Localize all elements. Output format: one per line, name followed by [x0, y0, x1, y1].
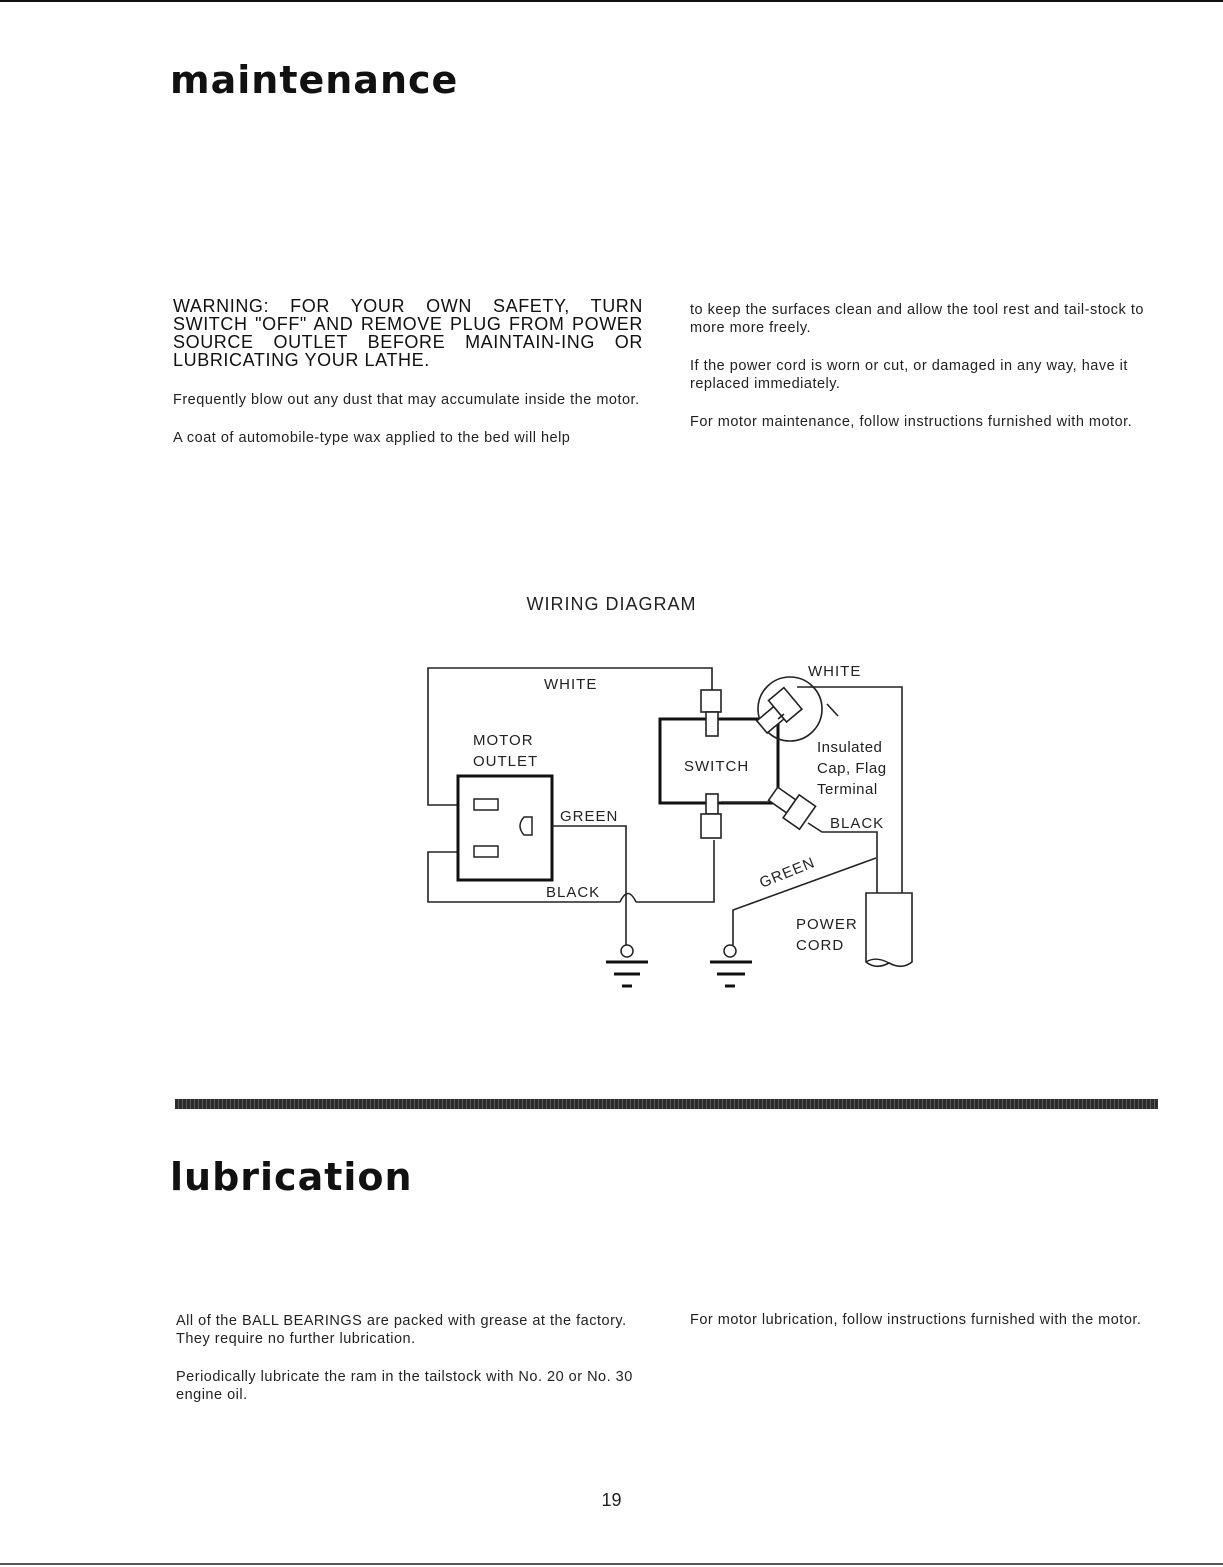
insulated-cap-terminal	[755, 686, 803, 735]
lubrication-paragraph: All of the BALL BEARINGS are packed with…	[176, 1313, 627, 1347]
ground-symbol-right	[710, 944, 752, 988]
maintenance-paragraph: to keep the surfaces clean and allow the…	[690, 302, 1144, 336]
label-insulated: Insulated	[817, 739, 882, 756]
label-white-left: WHITE	[544, 676, 597, 693]
label-green-outlet: GREEN	[560, 808, 618, 825]
label-green-cord: GREEN	[757, 854, 817, 892]
top-rule	[0, 0, 1223, 2]
switch-connector-top	[705, 711, 719, 737]
lubrication-right-column: For motor lubrication, follow instructio…	[690, 1311, 1158, 1349]
white-wire-cord	[797, 686, 903, 895]
black-wire	[636, 840, 715, 903]
label-black-bottom: BLACK	[546, 884, 600, 901]
label-cord: CORD	[796, 937, 844, 954]
maintenance-paragraph: For motor maintenance, follow instructio…	[690, 414, 1133, 430]
cap-leader-line	[826, 703, 839, 717]
lubrication-paragraph: For motor lubrication, follow instructio…	[690, 1312, 1142, 1328]
label-outlet: OUTLET	[473, 753, 538, 770]
maintenance-right-column: to keep the surfaces clean and allow the…	[690, 301, 1158, 451]
label-black-right: BLACK	[830, 815, 884, 832]
maintenance-paragraph: If the power cord is worn or cut, or dam…	[690, 358, 1128, 392]
switch-box	[658, 717, 780, 805]
ground-symbol-left	[606, 944, 648, 988]
outlet-ground-hole	[519, 816, 533, 836]
label-terminal: Terminal	[817, 781, 878, 798]
page-number: 19	[601, 1490, 622, 1510]
label-white-right: WHITE	[808, 663, 861, 680]
lubrication-left-column: All of the BALL BEARINGS are packed with…	[176, 1312, 646, 1424]
switch-terminal-top	[700, 689, 722, 713]
safety-warning: WARNING: FOR YOUR OWN SAFETY, TURN SWITC…	[173, 296, 643, 370]
white-wire	[427, 667, 713, 806]
lubrication-title: lubrication	[170, 1155, 413, 1199]
outlet-slot-top	[473, 798, 499, 811]
maintenance-left-column: WARNING: FOR YOUR OWN SAFETY, TURN SWITC…	[173, 297, 643, 467]
black-wire-cord	[807, 822, 878, 895]
bottom-rule	[0, 1563, 1223, 1565]
label-power: POWER	[796, 916, 858, 933]
label-motor: MOTOR	[473, 732, 534, 749]
white-lead-joint	[777, 713, 785, 720]
motor-outlet-box	[456, 774, 554, 882]
switch-connector-bottom	[705, 793, 719, 815]
power-cord-end	[865, 958, 890, 964]
maintenance-paragraph: A coat of automobile-type wax applied to…	[173, 430, 571, 446]
section-divider	[175, 1099, 1158, 1109]
switch-terminal-bottom	[700, 813, 722, 839]
wiring-diagram-title: WIRING DIAGRAM	[526, 594, 697, 614]
outlet-slot-bottom	[473, 845, 499, 858]
black-wire-terminal	[767, 786, 817, 831]
label-switch: SWITCH	[684, 758, 749, 775]
black-wire-crossover	[619, 892, 637, 903]
maintenance-paragraph: Frequently blow out any dust that may ac…	[173, 392, 640, 408]
green-wire-cord	[732, 857, 877, 945]
power-cord-body	[865, 892, 913, 968]
lubrication-paragraph: Periodically lubricate the ram in the ta…	[176, 1369, 633, 1403]
green-wire-outlet	[552, 825, 627, 945]
label-cap-flag: Cap, Flag	[817, 760, 887, 777]
black-wire-outlet	[427, 851, 620, 903]
maintenance-title: maintenance	[170, 58, 459, 102]
insulated-cap-circle	[757, 676, 823, 742]
